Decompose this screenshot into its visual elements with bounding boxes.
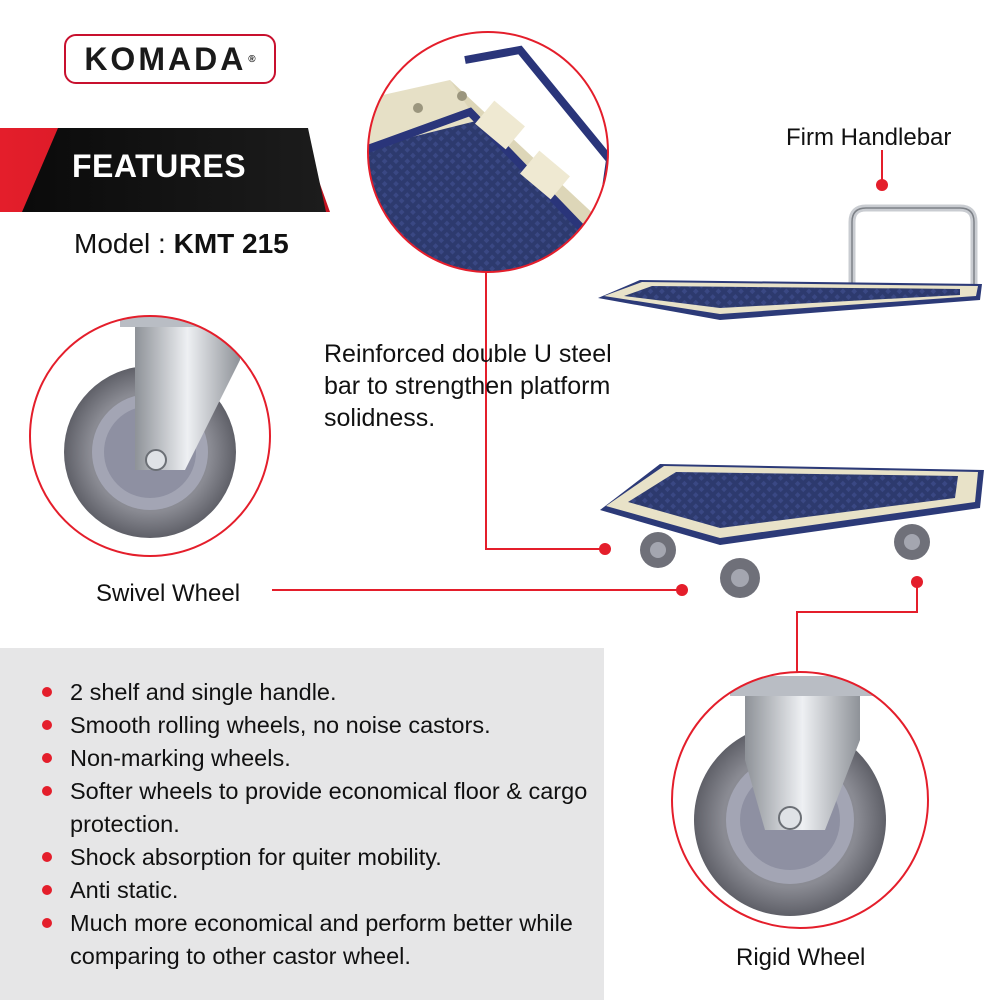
swivel-wheel-label: Swivel Wheel: [96, 580, 241, 607]
reinforced-label: Reinforced double U steel bar to strengt…: [324, 340, 612, 432]
model-line: Model : KMT 215: [74, 228, 289, 260]
platform-detail-circle: [367, 31, 609, 273]
bullet-icon: [42, 786, 52, 796]
rigid-wheel-circle: [671, 671, 929, 929]
list-item: Shock absorption for quiter mobility.: [40, 841, 600, 874]
brand-logo: KOMADA®: [64, 34, 276, 84]
list-item: Smooth rolling wheels, no noise castors.: [40, 709, 600, 742]
list-item: 2 shelf and single handle.: [40, 676, 600, 709]
bullet-icon: [42, 852, 52, 862]
reinforced-connector: [485, 272, 605, 550]
bullet-icon: [42, 720, 52, 730]
list-item: Much more economical and perform better …: [40, 907, 600, 973]
bullet-icon: [42, 885, 52, 895]
swivel-dot: [676, 584, 688, 596]
rigid-dot: [911, 576, 923, 588]
rigid-connector: [796, 582, 918, 672]
handlebar-label: Firm Handlebar: [786, 124, 952, 151]
features-panel: [0, 648, 604, 1000]
trolley-wheel: [720, 558, 760, 598]
list-item: Softer wheels to provide economical floo…: [40, 775, 600, 841]
features-title: FEATURES: [72, 148, 247, 184]
bullet-icon: [42, 918, 52, 928]
features-list: 2 shelf and single handle. Smooth rollin…: [40, 676, 600, 973]
rigid-wheel-label: Rigid Wheel: [736, 944, 866, 971]
swivel-wheel-circle: [29, 315, 271, 557]
list-item: Non-marking wheels.: [40, 742, 600, 775]
model-value: KMT 215: [173, 228, 289, 259]
callout-connectors: [272, 150, 918, 672]
callout-dots: [599, 179, 923, 596]
trolley-wheel: [640, 532, 676, 568]
bullet-icon: [42, 687, 52, 697]
features-banner: [22, 128, 326, 212]
registered-mark: ®: [248, 53, 256, 65]
handlebar-dot: [876, 179, 888, 191]
trolley-image: [598, 204, 984, 598]
bullet-icon: [42, 753, 52, 763]
trolley-wheel: [894, 524, 930, 560]
model-label: Model :: [74, 228, 174, 259]
brand-logo-text: KOMADA: [84, 40, 247, 77]
reinforced-dot: [599, 543, 611, 555]
list-item: Anti static.: [40, 874, 600, 907]
